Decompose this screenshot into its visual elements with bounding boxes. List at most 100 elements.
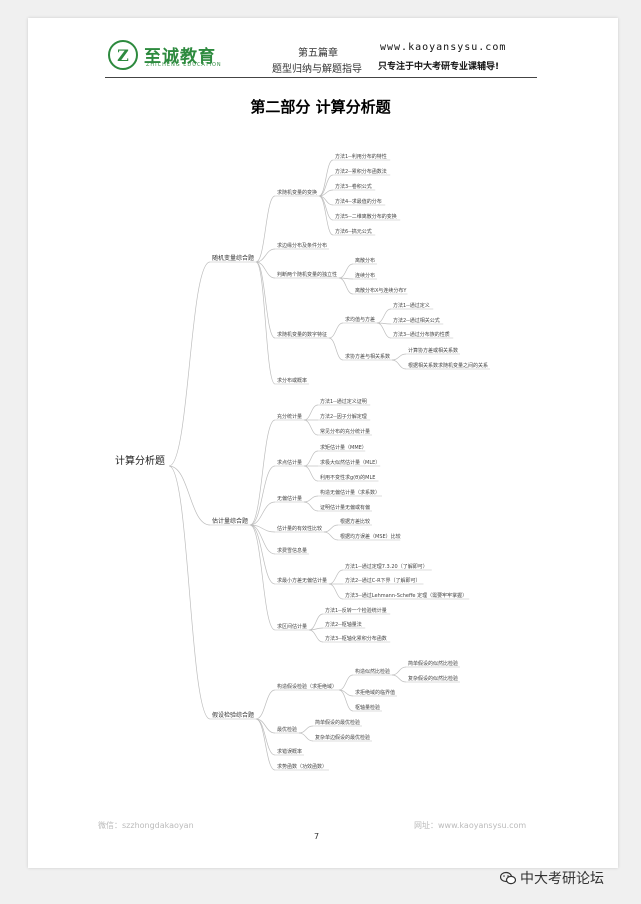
mindmap-node: 方法2--枢轴量法: [325, 621, 362, 628]
mindmap-connector: [168, 261, 211, 467]
mindmap-node: 构造似然比检验: [355, 668, 390, 675]
mindmap-node: 无偏估计量: [277, 495, 302, 502]
mindmap-node: 求最小方差无偏估计量: [277, 577, 327, 584]
mindmap-node: 简单假设的似然比检验: [408, 660, 458, 667]
mindmap-connector: [328, 337, 344, 361]
mindmap-node: 方法1--通过定义: [393, 302, 430, 309]
mindmap-connector: [249, 524, 276, 631]
mindmap-connector: [303, 501, 319, 512]
mindmap-node: 求随机变量的数字特征: [277, 331, 327, 338]
mindmap-connector: [376, 308, 392, 324]
mindmap-connector: [298, 725, 314, 734]
mindmap-node: 充分统计量: [277, 413, 302, 420]
mindmap-connector: [318, 159, 334, 197]
mindmap-node: 求费雪信息量: [277, 547, 307, 554]
mindmap-node: 估计量综合题: [212, 517, 248, 525]
mindmap-node: 求极大似然估计量（MLE）: [320, 459, 380, 466]
document-page: [28, 18, 618, 868]
mindmap-connector: [318, 195, 334, 236]
chapter-subtitle: 题型归纳与解题指导: [272, 64, 362, 75]
mindmap-node: 求分布或概率: [277, 377, 307, 384]
mindmap-node: 方法3--通过分布族的性质: [393, 331, 450, 338]
mindmap-connector: [249, 524, 276, 585]
mindmap-node: 证明估计量无偏或有偏: [320, 504, 370, 511]
mindmap-node: 求协方差与相关系数: [345, 353, 390, 360]
mindmap-node: 估计量的有效性比较: [277, 525, 322, 532]
mindmap-node: 构造无偏估计量（求系数）: [320, 489, 380, 496]
header-slogan: 只专注于中大考研专业课辅导!: [378, 62, 500, 72]
mindmap-node: 求拒绝域的临界值: [355, 689, 395, 696]
mindmap-node: 枢轴量检验: [355, 704, 380, 711]
mindmap-node: 方法5--二维离散分布的变换: [335, 213, 397, 220]
mindmap-node: 方法2--通过相关公式: [393, 317, 440, 324]
mindmap-node: 复杂假设的似然比检验: [408, 675, 458, 682]
mindmap-connector: [303, 495, 319, 503]
mindmap-node: 求边缘分布及条件分布: [277, 242, 327, 249]
logo-icon: Z: [108, 40, 138, 70]
mindmap-connector: [376, 322, 392, 339]
mindmap-node: 方法1--通过定理7.3.20（了解即可）: [345, 563, 428, 570]
mindmap-connector: [328, 322, 344, 339]
mindmap-connector: [303, 404, 319, 421]
mindmap-connector: [318, 189, 334, 197]
chapter-title: 第五篇章: [298, 48, 338, 59]
mindmap-connector: [318, 174, 334, 197]
mindmap-node: 离散分布: [355, 257, 375, 264]
mindmap-node: 方法6--搞元公式: [335, 228, 372, 235]
page-number: 7: [314, 832, 320, 841]
mindmap-connector: [338, 277, 354, 295]
mindmap-connector: [338, 263, 354, 279]
mindmap-connector: [391, 666, 407, 676]
mindmap-node: 方法1--通过定义证明: [320, 398, 367, 405]
brand-name-en: ZHICHENG EDUCATION: [146, 62, 222, 68]
mindmap-node: 假设检验综合题: [212, 711, 254, 719]
mindmap-node: 最优检验: [277, 726, 297, 733]
mindmap-node: 方法3--通过Lehmann-Scheffe 定理（需要牢牢掌握）: [345, 592, 467, 599]
mindmap-node: 方法3--卷积公式: [335, 183, 372, 190]
mindmap-connector: [391, 674, 407, 683]
mindmap-connector: [328, 569, 344, 585]
mindmap-node: 连续分布: [355, 272, 375, 279]
page-title: 第二部分 计算分析题: [250, 98, 391, 116]
mindmap-node: 求随机变量的变换: [277, 189, 317, 196]
mindmap-connector: [249, 419, 276, 526]
mindmap-node: 方法3--枢轴化累积分布函数: [325, 635, 387, 642]
mindmap-connector: [308, 629, 324, 643]
mindmap-connector: [255, 689, 276, 720]
mindmap-node: 离散分布X与连续分布Y: [355, 287, 407, 294]
mindmap-node: 简单假设的最优检验: [315, 719, 360, 726]
wechat-icon: [500, 871, 516, 885]
header-divider: [105, 77, 537, 78]
brand-name: 至诚教育: [144, 47, 216, 67]
mindmap-connector: [168, 465, 211, 720]
mindmap-connector: [323, 524, 339, 533]
mindmap-node: 方法2--累积分布函数法: [335, 168, 387, 175]
mindmap-connector: [298, 732, 314, 742]
mindmap-connector: [338, 689, 354, 712]
mindmap-node: 方法1--利用分布的特性: [335, 153, 387, 160]
mindmap-node: 求点估计量: [277, 459, 302, 466]
mindmap-node: 方法4--求最值的分布: [335, 198, 382, 205]
mindmap-node: 构造假设检验（求拒绝域）: [277, 683, 337, 690]
mindmap-connector: [255, 718, 276, 771]
mindmap-connector: [323, 531, 339, 541]
watermark-text: 中大考研论坛: [520, 871, 604, 887]
mindmap-connector: [255, 248, 276, 263]
footer-wechat: 微信：szzhongdakaoyan: [98, 821, 194, 830]
mindmap-connector: [303, 450, 319, 467]
mindmap-connector: [255, 261, 276, 339]
mindmap-node: 方法2--通过C-R下界（了解即可）: [345, 577, 421, 584]
mindmap-connector: [255, 261, 276, 385]
mindmap-node: 计算协方差或相关系数: [408, 347, 458, 354]
mindmap-node: 利用不变性求g(θ)的MLE: [320, 474, 375, 481]
mindmap-connector: [168, 465, 211, 526]
mindmap-connector: [391, 353, 407, 361]
mindmap-connector: [328, 583, 344, 600]
mindmap-node: 随机变量综合题: [212, 254, 254, 262]
mindmap-node: 根据均方误差（MSE）比较: [340, 533, 401, 540]
mindmap-node: 求矩估计量（MME）: [320, 444, 367, 451]
watermark: 中大考研论坛: [500, 868, 604, 888]
mindmap-root: 计算分析题: [115, 454, 165, 467]
mindmap-connector: [308, 613, 324, 631]
